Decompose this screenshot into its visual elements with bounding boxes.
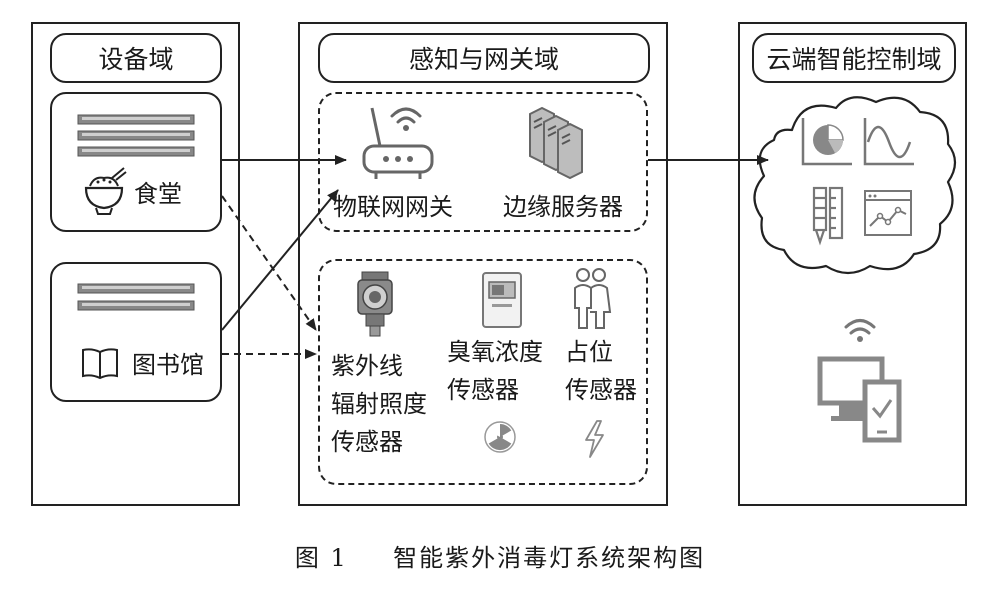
ozone-meter-icon <box>482 272 522 328</box>
wifi-icon <box>844 319 876 342</box>
wave-chart-icon <box>863 118 914 166</box>
server-rack-icon <box>529 106 583 180</box>
sensor-group <box>318 259 648 485</box>
gateway-domain-title: 感知与网关域 <box>318 33 650 83</box>
occupancy-sensor-label-line: 占位 <box>565 338 613 366</box>
iot-gateway-label: 物联网网关 <box>333 193 453 221</box>
lightning-icon <box>585 420 604 458</box>
ozone-sensor-label-line: 传感器 <box>447 376 519 404</box>
wifi-router-icon <box>362 107 434 179</box>
figure-number: 图 1 <box>294 544 348 572</box>
uv-sensor-label-line: 辐射照度 <box>331 390 427 418</box>
gateway-group <box>318 92 648 232</box>
uv-sensor-icon <box>357 271 393 337</box>
line-chart-window-icon <box>864 190 912 236</box>
people-icon <box>574 268 612 329</box>
occupancy-sensor-label: 占位 传感器 <box>565 333 637 409</box>
uv-lamp-tubes-icon <box>77 283 195 311</box>
uv-sensor-label-line: 紫外线 <box>331 352 403 380</box>
uv-sensor-label: 紫外线 辐射照度 传感器 <box>331 347 427 461</box>
ozone-sensor-label: 臭氧浓度 传感器 <box>447 333 543 409</box>
arrow-library-to-gateway <box>221 189 339 331</box>
rice-bowl-icon <box>84 167 127 215</box>
ruler-pencil-icon <box>812 186 844 246</box>
uv-lamp-tubes-icon <box>77 114 195 157</box>
monitor-phone-icon <box>817 356 902 443</box>
canteen-label: 食堂 <box>134 180 182 208</box>
radiation-icon <box>484 421 516 453</box>
figure-caption: 图 1 智能紫外消毒灯系统架构图 <box>0 538 1000 573</box>
open-book-icon <box>82 348 118 380</box>
gateway-domain-panel <box>298 22 668 506</box>
device-domain-title: 设备域 <box>50 33 222 83</box>
occupancy-sensor-label-line: 传感器 <box>565 376 637 404</box>
library-label: 图书馆 <box>132 351 204 379</box>
cloud-icon <box>753 96 957 275</box>
arrow-canteen-to-sensors <box>221 195 317 331</box>
ozone-sensor-label-line: 臭氧浓度 <box>447 338 543 366</box>
uv-sensor-label-line: 传感器 <box>331 428 403 456</box>
pie-chart-icon <box>801 118 852 166</box>
edge-server-label: 边缘服务器 <box>503 193 623 221</box>
cloud-domain-title: 云端智能控制域 <box>752 33 956 83</box>
figure-title: 智能紫外消毒灯系统架构图 <box>393 544 706 572</box>
